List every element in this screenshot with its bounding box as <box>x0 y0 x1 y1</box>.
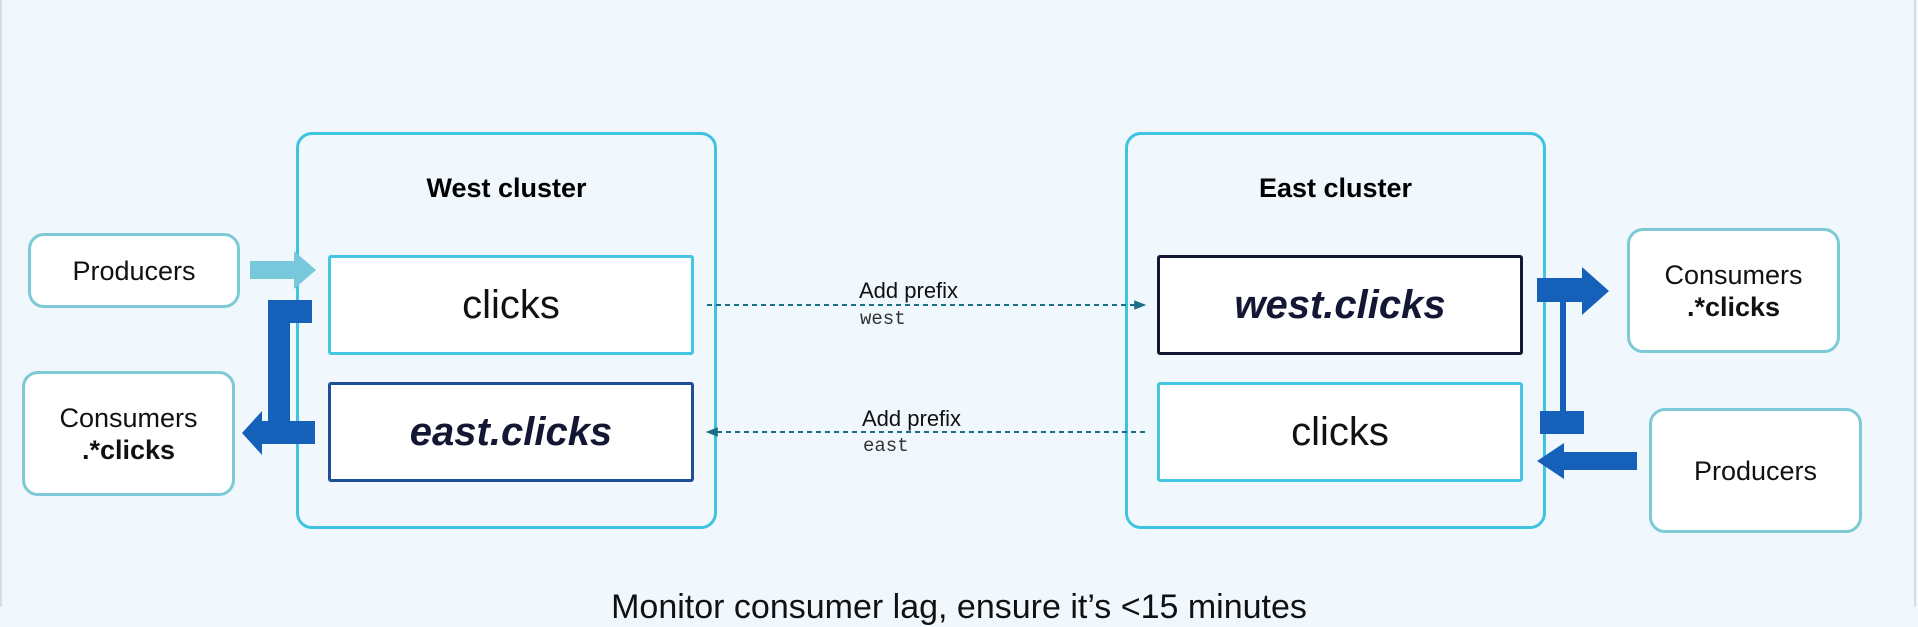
west-consume-arrow <box>242 411 268 455</box>
west-consumers-label: Consumers <box>59 402 198 433</box>
connector-layer <box>242 251 1637 479</box>
east-cluster-title: East cluster <box>1258 173 1413 203</box>
west-producers-box: Producers <box>28 233 240 308</box>
west-clicks-topic: clicks <box>328 255 694 355</box>
east-consumers-pattern: .*clicks <box>1686 291 1781 322</box>
west-produce-arrow <box>250 251 316 289</box>
caption: Monitor consumer lag, ensure it’s <15 mi… <box>611 588 1307 626</box>
east-producers-label: Producers <box>1693 455 1818 486</box>
east-consumers-label: Consumers <box>1664 259 1803 290</box>
east-producers-box: Producers <box>1649 408 1862 533</box>
east-consume-arrow <box>1582 267 1609 315</box>
east-produce-arrow <box>1537 443 1637 479</box>
east-west-clicks-topic: west.clicks <box>1157 255 1523 355</box>
west-consumers-pattern: .*clicks <box>81 434 176 465</box>
east-consumers-box: Consumers .*clicks <box>1627 228 1840 353</box>
east-consume-bracket <box>1537 278 1584 434</box>
east-to-west-label: Add prefix <box>862 406 962 431</box>
east-clicks-topic: clicks <box>1157 382 1523 482</box>
west-producers-label: Producers <box>72 255 196 286</box>
west-east-clicks-topic: east.clicks <box>328 382 694 482</box>
diagram-frame <box>0 0 1916 607</box>
west-to-east-prefix: west <box>860 308 906 330</box>
west-to-east-label: Add prefix <box>859 278 959 303</box>
east-to-west-prefix: east <box>863 435 909 457</box>
west-consumers-box: Consumers .*clicks <box>22 371 235 496</box>
west-cluster-title: West cluster <box>426 173 587 203</box>
west-consume-bracket <box>268 300 315 444</box>
